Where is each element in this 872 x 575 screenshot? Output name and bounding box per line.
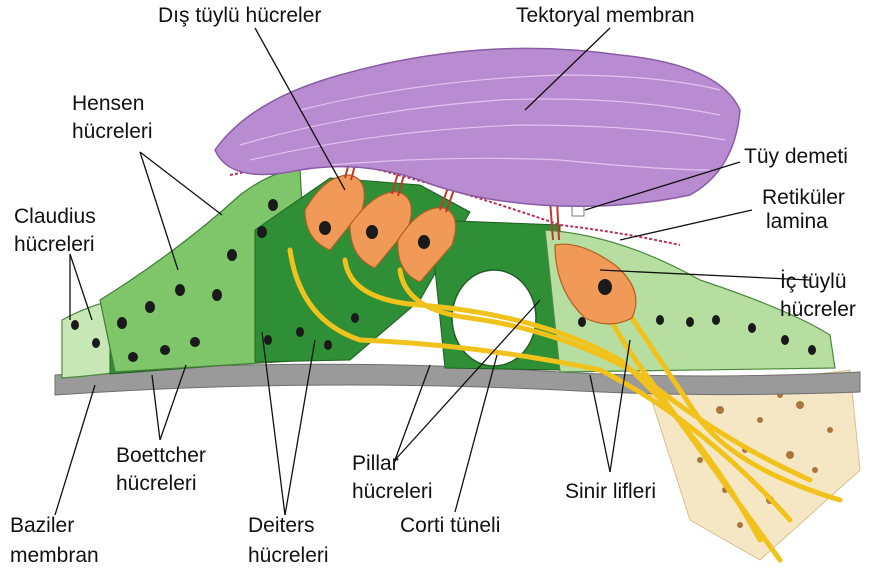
label-hensen-2: hücreleri xyxy=(72,120,153,144)
label-pillar-2: hücreleri xyxy=(352,480,433,504)
label-inner-hair-1: İç tüylü xyxy=(780,270,847,294)
label-pillar-1: Pillar xyxy=(352,452,399,476)
label-claudius-1: Claudius xyxy=(14,205,96,229)
label-basilar-1: Baziler xyxy=(10,514,74,538)
label-boettcher-2: hücreleri xyxy=(116,472,197,496)
label-deiters-1: Deiters xyxy=(248,514,315,538)
label-basilar-2: membran xyxy=(10,544,99,568)
label-deiters-2: hücreleri xyxy=(248,544,329,568)
label-inner-hair-2: hücreler xyxy=(780,298,856,322)
label-corti-tunnel: Corti tüneli xyxy=(400,514,500,538)
label-hensen-1: Hensen xyxy=(72,92,144,116)
label-boettcher-1: Boettcher xyxy=(116,444,206,468)
label-hair-bundle: Tüy demeti xyxy=(744,145,848,169)
label-claudius-2: hücreleri xyxy=(14,233,95,257)
label-nerve-fibers: Sinir lifleri xyxy=(565,480,656,504)
label-outer-hair-cells: Dış tüylü hücreler xyxy=(158,4,321,28)
label-tectorial-membrane: Tektoryal membran xyxy=(516,4,695,28)
label-reticular-1: Retiküler xyxy=(762,186,845,210)
label-reticular-2: lamina xyxy=(766,210,828,234)
